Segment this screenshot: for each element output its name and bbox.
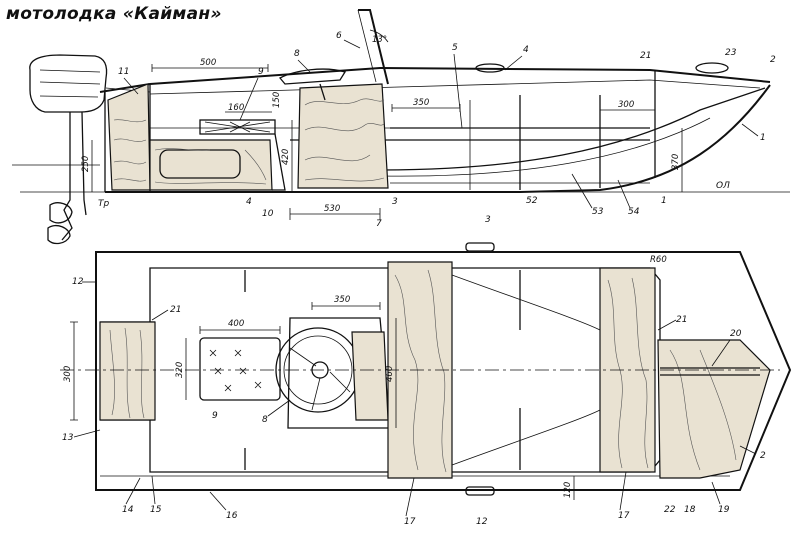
fuel-tank (159, 149, 241, 179)
callout-number: 23 (725, 48, 737, 58)
hatch-handle (475, 63, 505, 73)
callout-number: 21 (676, 315, 687, 325)
dim-300: 300 (618, 100, 634, 110)
callout-number: 3 (485, 215, 491, 225)
dim-420: 420 (281, 149, 291, 165)
callout-number: 12 (72, 277, 84, 287)
dim-160: 160 (228, 103, 244, 113)
callout-number: 2 (770, 55, 776, 65)
callout-number: 53 (592, 207, 604, 217)
callout-number: 17 (618, 511, 630, 521)
bottom-handle (465, 486, 495, 496)
dim-370: 370 (671, 154, 681, 170)
plan-view: 400 350 320 300 460 120 R60 12 21 13 14 … (60, 242, 792, 527)
windshield (358, 9, 389, 85)
marker-tr: Тр (98, 199, 109, 209)
callout-number: 7 (376, 219, 382, 229)
callout-number: 2 (760, 451, 766, 461)
callout-number: 18 (684, 505, 696, 515)
callout-number: 1 (760, 133, 766, 143)
callout-number: 9 (212, 411, 218, 421)
dim-150: 150 (272, 92, 282, 108)
top-handle (465, 242, 495, 252)
control-console (297, 83, 389, 189)
dim-320: 320 (175, 362, 185, 378)
seat-cushion (199, 119, 276, 135)
callout-number: 16 (226, 511, 238, 521)
plan-callouts: 12 21 13 14 15 16 17 12 17 22 18 19 2 20 (62, 277, 766, 527)
hull-keel-line (105, 84, 771, 193)
dim-350-plan: 350 (334, 295, 350, 305)
callout-number: 13 (62, 433, 74, 443)
callout-number: 54 (628, 207, 640, 217)
callout-number: 4 (246, 197, 252, 207)
callout-number: 21 (640, 51, 651, 61)
bow-cleat (695, 62, 729, 74)
callout-number: 17 (404, 517, 416, 527)
plan-dimensions: 400 350 320 300 460 120 R60 (63, 255, 667, 500)
side-callouts: 1 2 3 4 5 6 7 8 9 10 11 21 23 4 3 1 52 5… (118, 31, 776, 229)
dim-angle: 13° (372, 35, 387, 45)
callout-number: 14 (122, 505, 134, 515)
plan-seat-cushion (199, 337, 281, 401)
callout-number: 12 (476, 517, 488, 527)
dim-300-plan: 300 (63, 366, 73, 382)
dim-500: 500 (200, 58, 216, 68)
side-view: 500 160 150 350 300 250 420 370 530 13° … (12, 9, 790, 245)
stern-compartment (149, 139, 273, 191)
marker-ol: ОЛ (716, 181, 730, 191)
dim-r60: R60 (650, 255, 667, 265)
drawing-title: мотолодка «Кайман» (6, 4, 222, 24)
callout-number: 5 (452, 43, 458, 53)
callout-number: 8 (262, 415, 268, 425)
dim-250: 250 (81, 156, 91, 172)
dim-120: 120 (563, 482, 573, 498)
steering-wheel-side (278, 68, 347, 85)
callout-number: 6 (336, 31, 342, 41)
callout-number: 4 (523, 45, 529, 55)
callout-number: 52 (526, 196, 538, 206)
dim-350: 350 (413, 98, 429, 108)
stern-seat-block (107, 83, 151, 191)
plan-stern-seat (99, 321, 156, 421)
hull-sheer-line (99, 66, 771, 93)
outboard-motor (29, 54, 151, 245)
callout-number: 10 (262, 209, 274, 219)
callout-number: 3 (392, 197, 398, 207)
callout-number: 21 (170, 305, 181, 315)
callout-number: 20 (730, 329, 742, 339)
dim-460: 460 (385, 366, 395, 382)
callout-number: 22 (664, 505, 676, 515)
callout-number: 9 (258, 67, 264, 77)
callout-number: 1 (661, 196, 667, 206)
callout-number: 19 (718, 505, 730, 515)
side-dimensions: 500 160 150 350 300 250 420 370 530 13° … (81, 29, 730, 220)
callout-number: 11 (118, 67, 129, 77)
callout-number: 15 (150, 505, 162, 515)
callout-number: 8 (294, 49, 300, 59)
dim-400: 400 (228, 319, 244, 329)
dim-530: 530 (324, 204, 340, 214)
